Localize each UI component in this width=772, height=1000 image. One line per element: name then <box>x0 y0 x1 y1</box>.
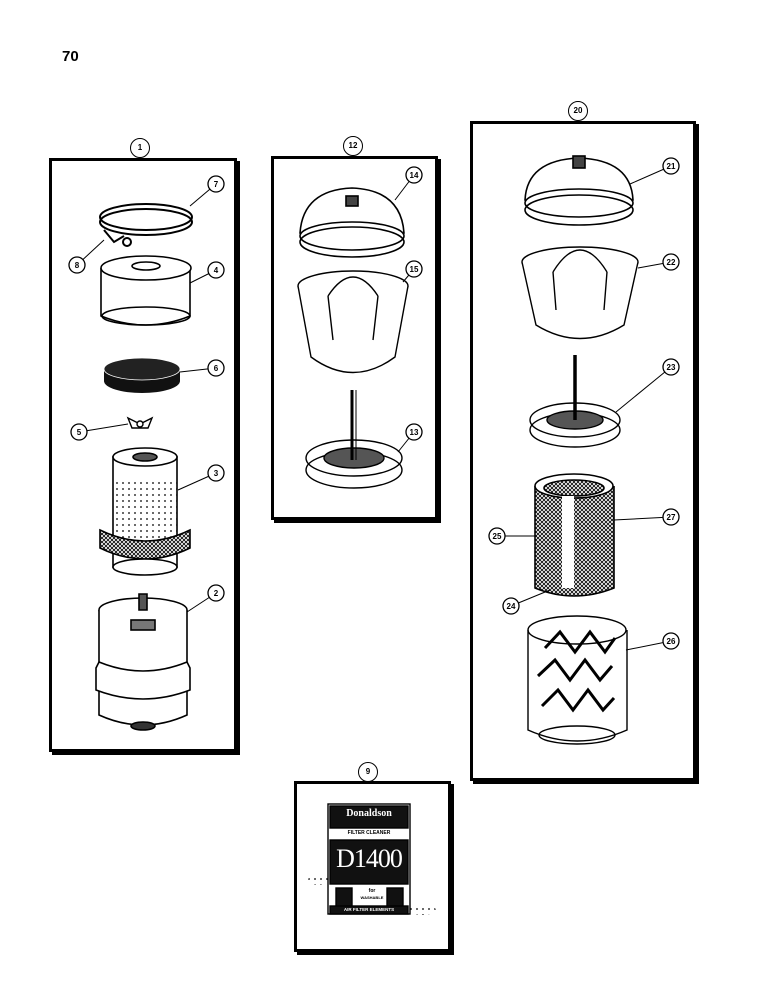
bowl-cap-14 <box>299 187 405 258</box>
callout-circle-23 <box>662 358 680 376</box>
callout-label-2: 2 <box>214 589 219 598</box>
callout-label-7: 7 <box>214 180 219 189</box>
callout-circle-2 <box>207 584 225 602</box>
callout-label-26: 26 <box>667 637 676 646</box>
group-label-9: 9 <box>358 762 378 782</box>
callout-circle-21 <box>662 157 680 175</box>
powder-spill <box>308 875 436 915</box>
callout-circle-6 <box>207 359 225 377</box>
callout-circle-22 <box>662 253 680 271</box>
group-label-12: 12 <box>343 136 363 156</box>
page-number: 70 <box>62 48 79 65</box>
base-13 <box>305 390 403 489</box>
callout-circle-14 <box>405 166 423 184</box>
cleaner-body <box>95 593 191 731</box>
callout-label-21: 21 <box>667 162 676 171</box>
group-label-1: 1 <box>130 138 150 158</box>
callout-label-14: 14 <box>410 171 419 180</box>
callout-label-4: 4 <box>214 266 219 275</box>
bowl-22 <box>521 246 639 340</box>
callout-label-23: 23 <box>667 363 676 372</box>
bowl-15 <box>297 270 409 374</box>
bowl-cap-21 <box>524 155 634 226</box>
callout-label-5: 5 <box>77 428 82 437</box>
callout-label-6: 6 <box>214 364 219 373</box>
callout-circle-8 <box>68 256 86 274</box>
callout-circle-25 <box>488 527 506 545</box>
callout-label-27: 27 <box>667 513 676 522</box>
callout-label-8: 8 <box>75 261 80 270</box>
callout-label-15: 15 <box>410 265 419 274</box>
box-line1: FILTER CLEANER <box>347 830 391 836</box>
callout-label-25: 25 <box>493 532 502 541</box>
box-model: D1400 <box>336 844 403 873</box>
wing-nut <box>126 416 154 429</box>
clamp-ring <box>99 203 193 247</box>
cover <box>100 255 192 326</box>
callout-label-24: 24 <box>507 602 516 611</box>
callout-circle-7 <box>207 175 225 193</box>
callout-leader-23 <box>615 366 672 413</box>
callout-circle-5 <box>70 423 88 441</box>
callout-circle-13 <box>405 423 423 441</box>
callout-circle-4 <box>207 261 225 279</box>
callout-label-3: 3 <box>214 469 219 478</box>
base-23 <box>529 355 621 448</box>
callout-label-13: 13 <box>410 428 419 437</box>
callout-label-22: 22 <box>667 258 676 267</box>
box-for: for <box>368 888 376 894</box>
callout-circle-24 <box>502 597 520 615</box>
box-brand: Donaldson <box>346 808 392 819</box>
filter-cleaner-box <box>327 803 411 915</box>
callout-leader-27 <box>613 516 672 521</box>
group-label-20: 20 <box>568 101 588 121</box>
screen-element-27 <box>534 473 615 597</box>
callout-circle-3 <box>207 464 225 482</box>
box-washable: WASHABLE <box>360 895 384 900</box>
callout-circle-15 <box>405 260 423 278</box>
callout-circle-27 <box>662 508 680 526</box>
filter-element <box>99 447 191 576</box>
box-bottom: AIR FILTER ELEMENTS <box>343 907 395 912</box>
black-gasket <box>103 357 181 393</box>
callout-circle-26 <box>662 632 680 650</box>
baffle-26 <box>527 615 628 745</box>
